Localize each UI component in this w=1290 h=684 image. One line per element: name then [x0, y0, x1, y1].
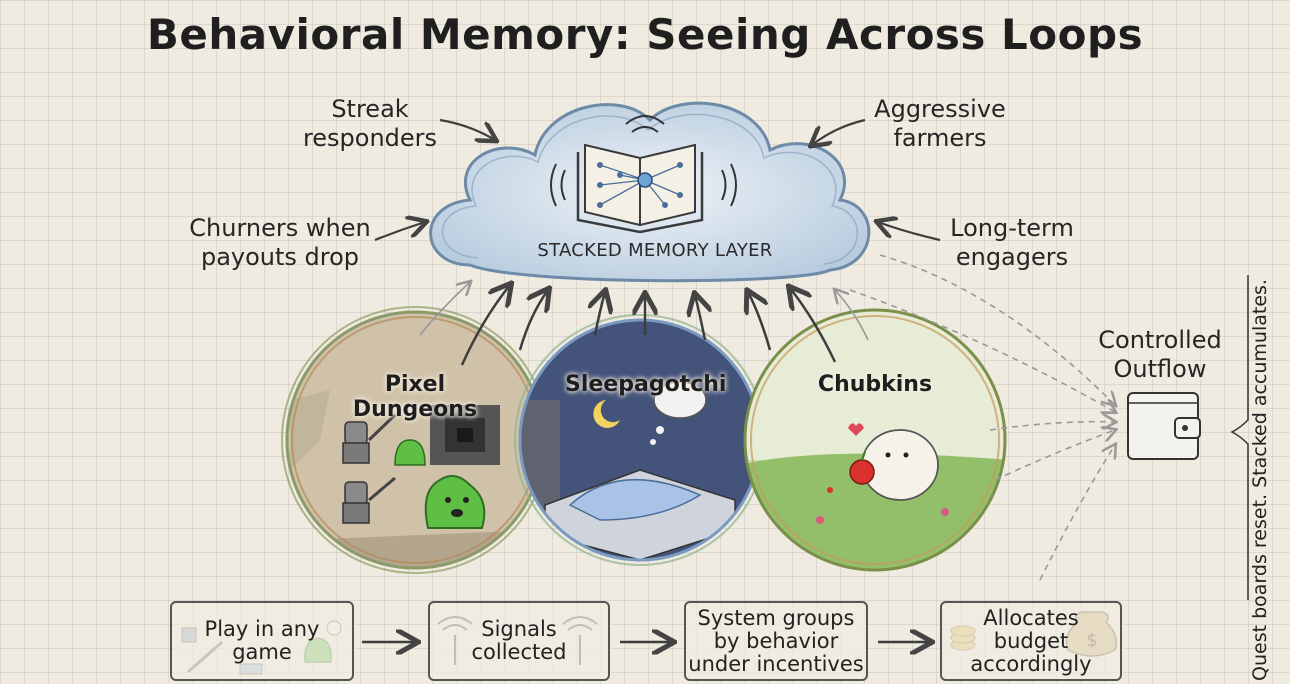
step-line: game	[232, 640, 292, 664]
segment-aggressive-farmers: Aggressive farmers	[865, 95, 1015, 153]
outflow-arrows	[849, 254, 1115, 581]
side-note: Quest boards reset. Stacked accumulates.	[1240, 279, 1280, 681]
segment-line: Aggressive	[874, 95, 1006, 123]
wallet-icon	[1127, 392, 1201, 460]
game-label-pixel-dungeons: Pixel Dungeons	[352, 372, 478, 422]
chubkins-circle	[743, 308, 1007, 572]
step-line: by behavior	[713, 628, 839, 653]
segment-line: Streak	[331, 95, 409, 123]
step-line: Signals	[481, 617, 557, 641]
step-line: Play in any	[204, 617, 320, 641]
side-note-text: Quest boards reset. Stacked accumulates.	[1249, 279, 1271, 681]
controlled-outflow-label: Controlled Outflow	[1090, 326, 1230, 384]
outflow-line: Controlled	[1098, 326, 1222, 354]
segment-streak-responders: Streak responders	[300, 95, 440, 153]
segment-line: Churners when	[189, 214, 371, 242]
step-line: collected	[471, 640, 567, 664]
faint-arrows	[419, 282, 869, 341]
game-label-chubkins: Chubkins	[817, 372, 933, 397]
knight-icon	[342, 413, 397, 524]
slime-icon	[394, 439, 486, 529]
segment-line: payouts drop	[200, 243, 360, 271]
game-label-sleepagotchi: Sleepagotchi	[565, 372, 727, 397]
step-line: accordingly	[970, 651, 1092, 676]
memory-layer-label: STACKED MEMORY LAYER	[537, 240, 773, 261]
side-bracket	[1230, 275, 1249, 600]
outflow-line: Outflow	[1113, 355, 1207, 383]
segment-line: farmers	[893, 124, 987, 152]
pixel-dungeons-circle	[281, 306, 549, 574]
segment-churners: Churners when payouts drop	[185, 214, 375, 272]
segment-arrows	[374, 118, 941, 242]
step-system-groups: System groups by behavior under incentiv…	[684, 601, 868, 681]
segment-line: responders	[302, 124, 438, 152]
segment-line: engagers	[955, 243, 1069, 271]
moon-icon	[593, 400, 620, 428]
step-allocates-budget: Allocates budget accordingly	[940, 601, 1122, 681]
chubkin-creature-icon	[848, 423, 939, 501]
segment-long-term-engagers: Long-term engagers	[942, 214, 1082, 272]
signal-arrows	[460, 285, 837, 366]
sleepagotchi-circle	[514, 314, 766, 566]
segment-line: Long-term	[950, 214, 1074, 242]
step-line: Allocates	[983, 605, 1079, 630]
page-title: Behavioral Memory: Seeing Across Loops	[146, 10, 1144, 59]
step-line: under incentives	[688, 651, 864, 676]
step-line: budget	[993, 628, 1069, 653]
step-play-in-any-game: Play in any game	[170, 601, 354, 681]
step-line: System groups	[697, 605, 855, 630]
step-signals-collected: Signals collected	[428, 601, 610, 681]
book-network-icon	[550, 115, 737, 234]
